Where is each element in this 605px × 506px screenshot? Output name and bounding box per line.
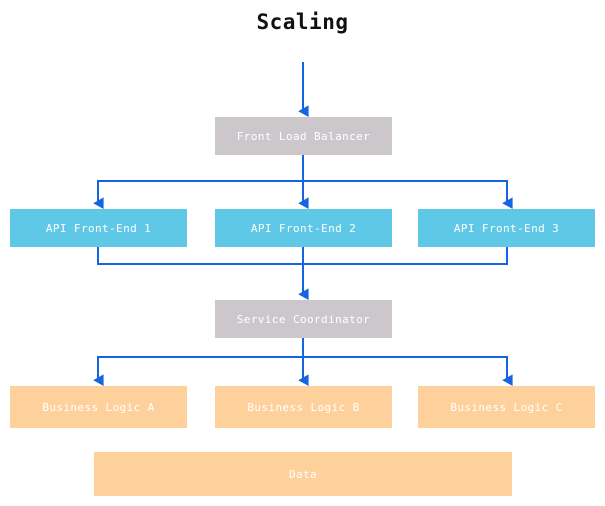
node-front-load-balancer[interactable]: Front Load Balancer	[215, 117, 392, 155]
node-api-front-end-1-label: API Front-End 1	[45, 221, 152, 235]
node-business-logic-a-label: Business Logic A	[42, 400, 155, 414]
node-api-front-end-2-label: API Front-End 2	[250, 221, 357, 235]
edge-service-coordinator-to-business-logic-a	[93, 338, 304, 386]
node-api-front-end-3[interactable]: API Front-End 3	[418, 209, 595, 247]
node-data[interactable]: Data	[94, 452, 512, 496]
node-data-label: Data	[288, 467, 318, 481]
diagram-title: Scaling	[256, 10, 349, 34]
node-front-load-balancer-label: Front Load Balancer	[236, 129, 371, 143]
node-service-coordinator[interactable]: Service Coordinator	[215, 300, 392, 338]
node-api-front-end-2[interactable]: API Front-End 2	[215, 209, 392, 247]
node-api-front-end-3-label: API Front-End 3	[453, 221, 560, 235]
edge-front-load-balancer-to-api-front-end-3	[302, 155, 513, 209]
edge-api-front-end-1-to-service-coordinator	[97, 246, 303, 265]
node-business-logic-c-label: Business Logic C	[450, 400, 563, 414]
node-business-logic-a[interactable]: Business Logic A	[10, 386, 187, 428]
node-business-logic-c[interactable]: Business Logic C	[418, 386, 595, 428]
edge-api-front-end-3-to-service-coordinator	[303, 246, 508, 265]
edge-front-load-balancer-to-api-front-end-1	[93, 155, 304, 209]
edge-service-coordinator-to-business-logic-c	[302, 338, 513, 386]
node-business-logic-b-label: Business Logic B	[247, 400, 360, 414]
node-business-logic-b[interactable]: Business Logic B	[215, 386, 392, 428]
node-api-front-end-1[interactable]: API Front-End 1	[10, 209, 187, 247]
node-service-coordinator-label: Service Coordinator	[236, 312, 371, 326]
